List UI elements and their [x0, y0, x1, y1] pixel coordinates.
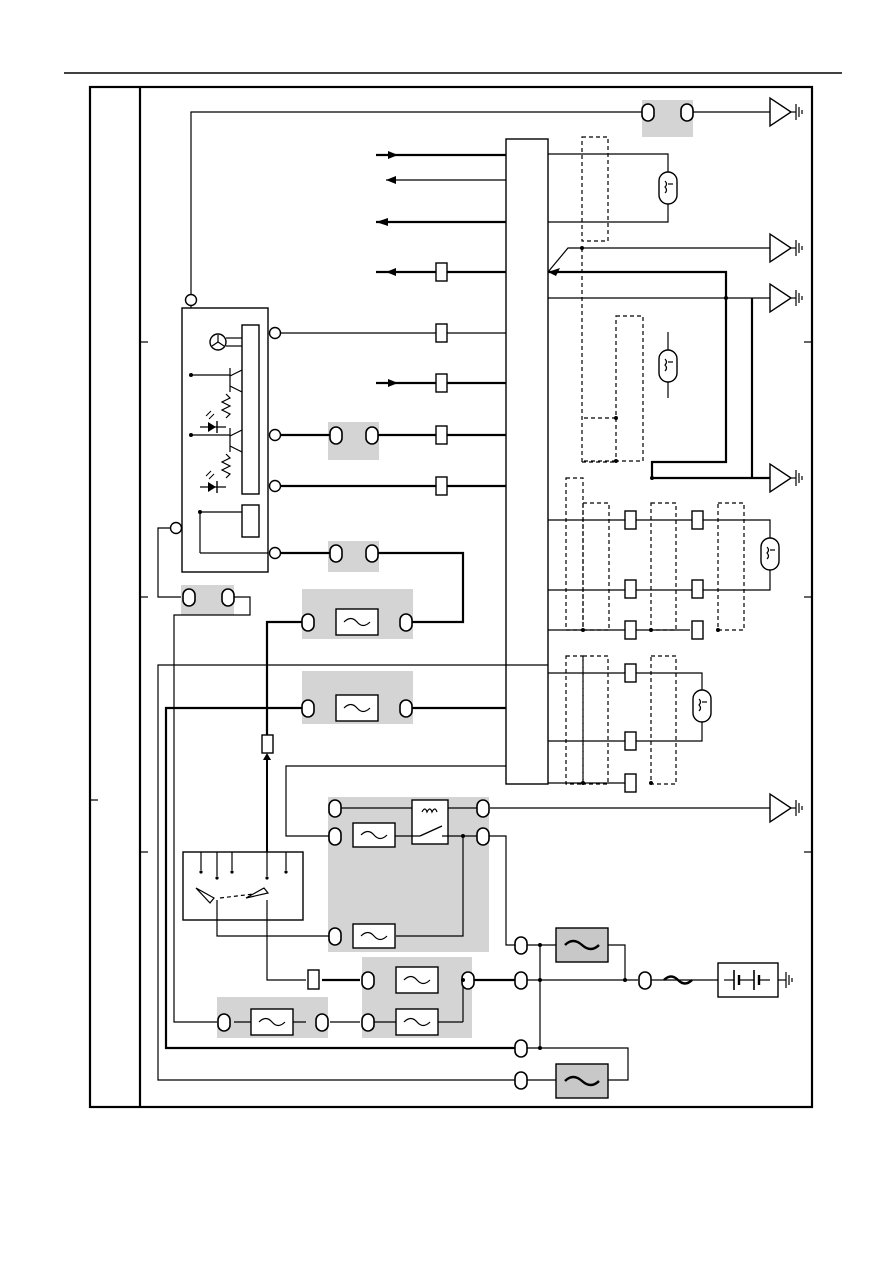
frame-ticks: [90, 341, 812, 853]
fusible-link-icon: [555, 927, 693, 1099]
terminal-icon: [261, 262, 704, 990]
led-icon: [200, 410, 226, 493]
fuse-icon: [250, 608, 439, 1036]
junction-dot: [189, 246, 728, 1050]
battery-icon: [717, 962, 793, 998]
ground-icon: [769, 96, 803, 824]
ignition-switch-icon: [182, 851, 304, 921]
terminal-circle-icon: [169, 293, 282, 560]
transistor-icon: [229, 368, 243, 453]
dashed-outlines: [565, 136, 745, 785]
control-module: [181, 300, 269, 573]
connector-pin-icon: [182, 103, 694, 1090]
wires-thin: [157, 111, 771, 1081]
lamp-bulb-icon: [658, 171, 780, 723]
relay-coil-icon: [395, 799, 477, 845]
junction-block: [505, 138, 549, 785]
arrow-icon: [263, 151, 560, 760]
resistor-icon: [220, 393, 232, 479]
